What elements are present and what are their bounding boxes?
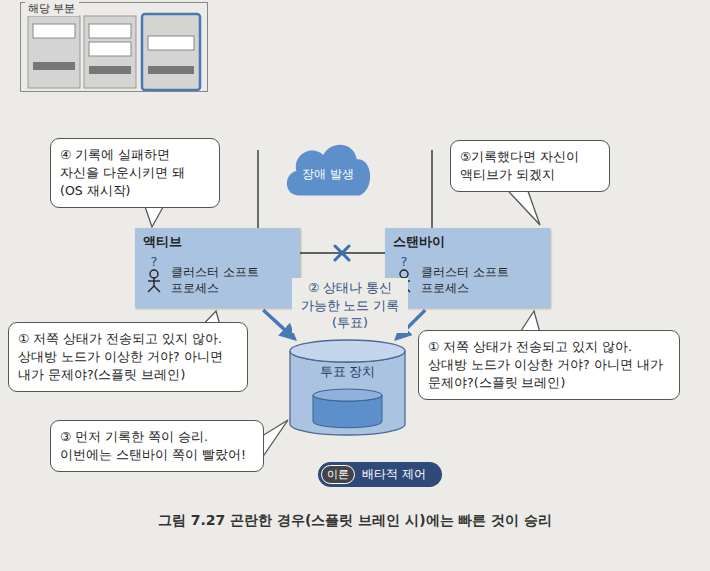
network-cable xyxy=(431,150,432,228)
person-arms xyxy=(148,281,160,282)
figure-caption: 그림 7.27 곤란한 경우(스플릿 브레인 시)에는 빠른 것이 승리 xyxy=(0,512,710,530)
person-figure xyxy=(148,270,160,292)
voting-device: 투표 장치 xyxy=(290,340,405,435)
node-body: ? 클러스터 소프트 프로세스 xyxy=(143,255,292,296)
server-racks xyxy=(28,14,200,90)
speech-callout: ① 저쪽 상태가 전송되고 있지 않아. 상대방 노드가 이상한 거야? 아니면… xyxy=(8,322,248,392)
speech-callout: ④ 기록에 실패하면 자신을 다운시키면 돼 (OS 재시작) xyxy=(50,138,220,208)
callout-text: ③ 먼저 기록한 쪽이 승리. 이번에는 스탠바이 쪽이 빨랐어! xyxy=(60,428,254,464)
server-unit xyxy=(148,36,194,50)
person-body xyxy=(153,278,154,286)
icon-column: ? xyxy=(143,255,165,296)
device-label: 투표 장치 xyxy=(296,364,399,381)
failure-mark xyxy=(335,246,349,260)
cloud-label: 장애 발생 xyxy=(302,166,354,183)
cloud-outline xyxy=(287,145,370,196)
rack xyxy=(84,16,136,88)
person-head xyxy=(150,270,158,278)
cluster-node-box: 액티브? 클러스터 소프트 프로세스 xyxy=(135,228,300,308)
process-name: 클러스터 소프트 프로세스 xyxy=(171,264,292,296)
callout-text: ① 저쪽 상태가 전송되고 있지 않아. 상대방 노드가 이상한 거야? 아니면… xyxy=(18,330,238,384)
rack-highlighted xyxy=(142,14,200,90)
step-label: ② 상태나 통신 가능한 노드 기록 (투표) xyxy=(292,278,408,333)
cylinder-shape xyxy=(290,340,405,435)
write-arrow xyxy=(263,310,294,339)
rack xyxy=(28,16,80,88)
device xyxy=(148,66,194,74)
network-cable xyxy=(257,150,258,228)
callout-text: ① 저쪽 상태가 전송되고 있지 않아. 상대방 노드가 이상한 거야? 아니면… xyxy=(428,338,670,392)
cylinder-body xyxy=(290,351,405,435)
cross-mark xyxy=(335,246,349,260)
server-unit xyxy=(33,24,75,38)
device xyxy=(33,62,75,70)
theory-badge: 이론 배타적 제어 xyxy=(318,462,442,487)
callout-text: ⑤기록했다면 자신이 액티브가 되겠지 xyxy=(460,148,600,184)
server-unit xyxy=(89,42,131,56)
callout-tails xyxy=(142,180,542,458)
cross-mark xyxy=(335,246,349,260)
cylinder-top xyxy=(290,340,405,362)
node-body: ? 클러스터 소프트 프로세스 xyxy=(393,255,542,296)
speech-callout: ⑤기록했다면 자신이 액티브가 되겠지 xyxy=(450,140,610,192)
badge-tag: 이론 xyxy=(321,465,355,484)
cluster-node-box: 스탠바이? 클러스터 소프트 프로세스 xyxy=(385,228,550,308)
device xyxy=(89,66,131,74)
node-heading: 스탠바이 xyxy=(393,234,542,251)
badge-text: 배타적 제어 xyxy=(362,466,426,483)
node-heading: 액티브 xyxy=(143,234,292,251)
figure-frame: 해당 부분 xyxy=(20,2,208,92)
person-legs xyxy=(148,286,160,292)
question-mark: ? xyxy=(143,255,165,269)
server-unit xyxy=(89,24,131,38)
callout-tail xyxy=(262,420,288,458)
storage-disk-top xyxy=(313,389,382,401)
person-icon xyxy=(145,269,163,293)
failure-cloud: 장애 발생 xyxy=(280,138,376,202)
question-mark: ? xyxy=(393,255,415,269)
speech-callout: ③ 먼저 기록한 쪽이 승리. 이번에는 스탠바이 쪽이 빨랐어! xyxy=(50,420,264,472)
process-name: 클러스터 소프트 프로세스 xyxy=(421,264,542,296)
frame-label: 해당 부분 xyxy=(25,1,79,16)
callout-text: ④ 기록에 실패하면 자신을 다운시키면 돼 (OS 재시작) xyxy=(60,146,210,200)
speech-callout: ① 저쪽 상태가 전송되고 있지 않아. 상대방 노드가 이상한 거야? 아니면… xyxy=(418,330,680,400)
